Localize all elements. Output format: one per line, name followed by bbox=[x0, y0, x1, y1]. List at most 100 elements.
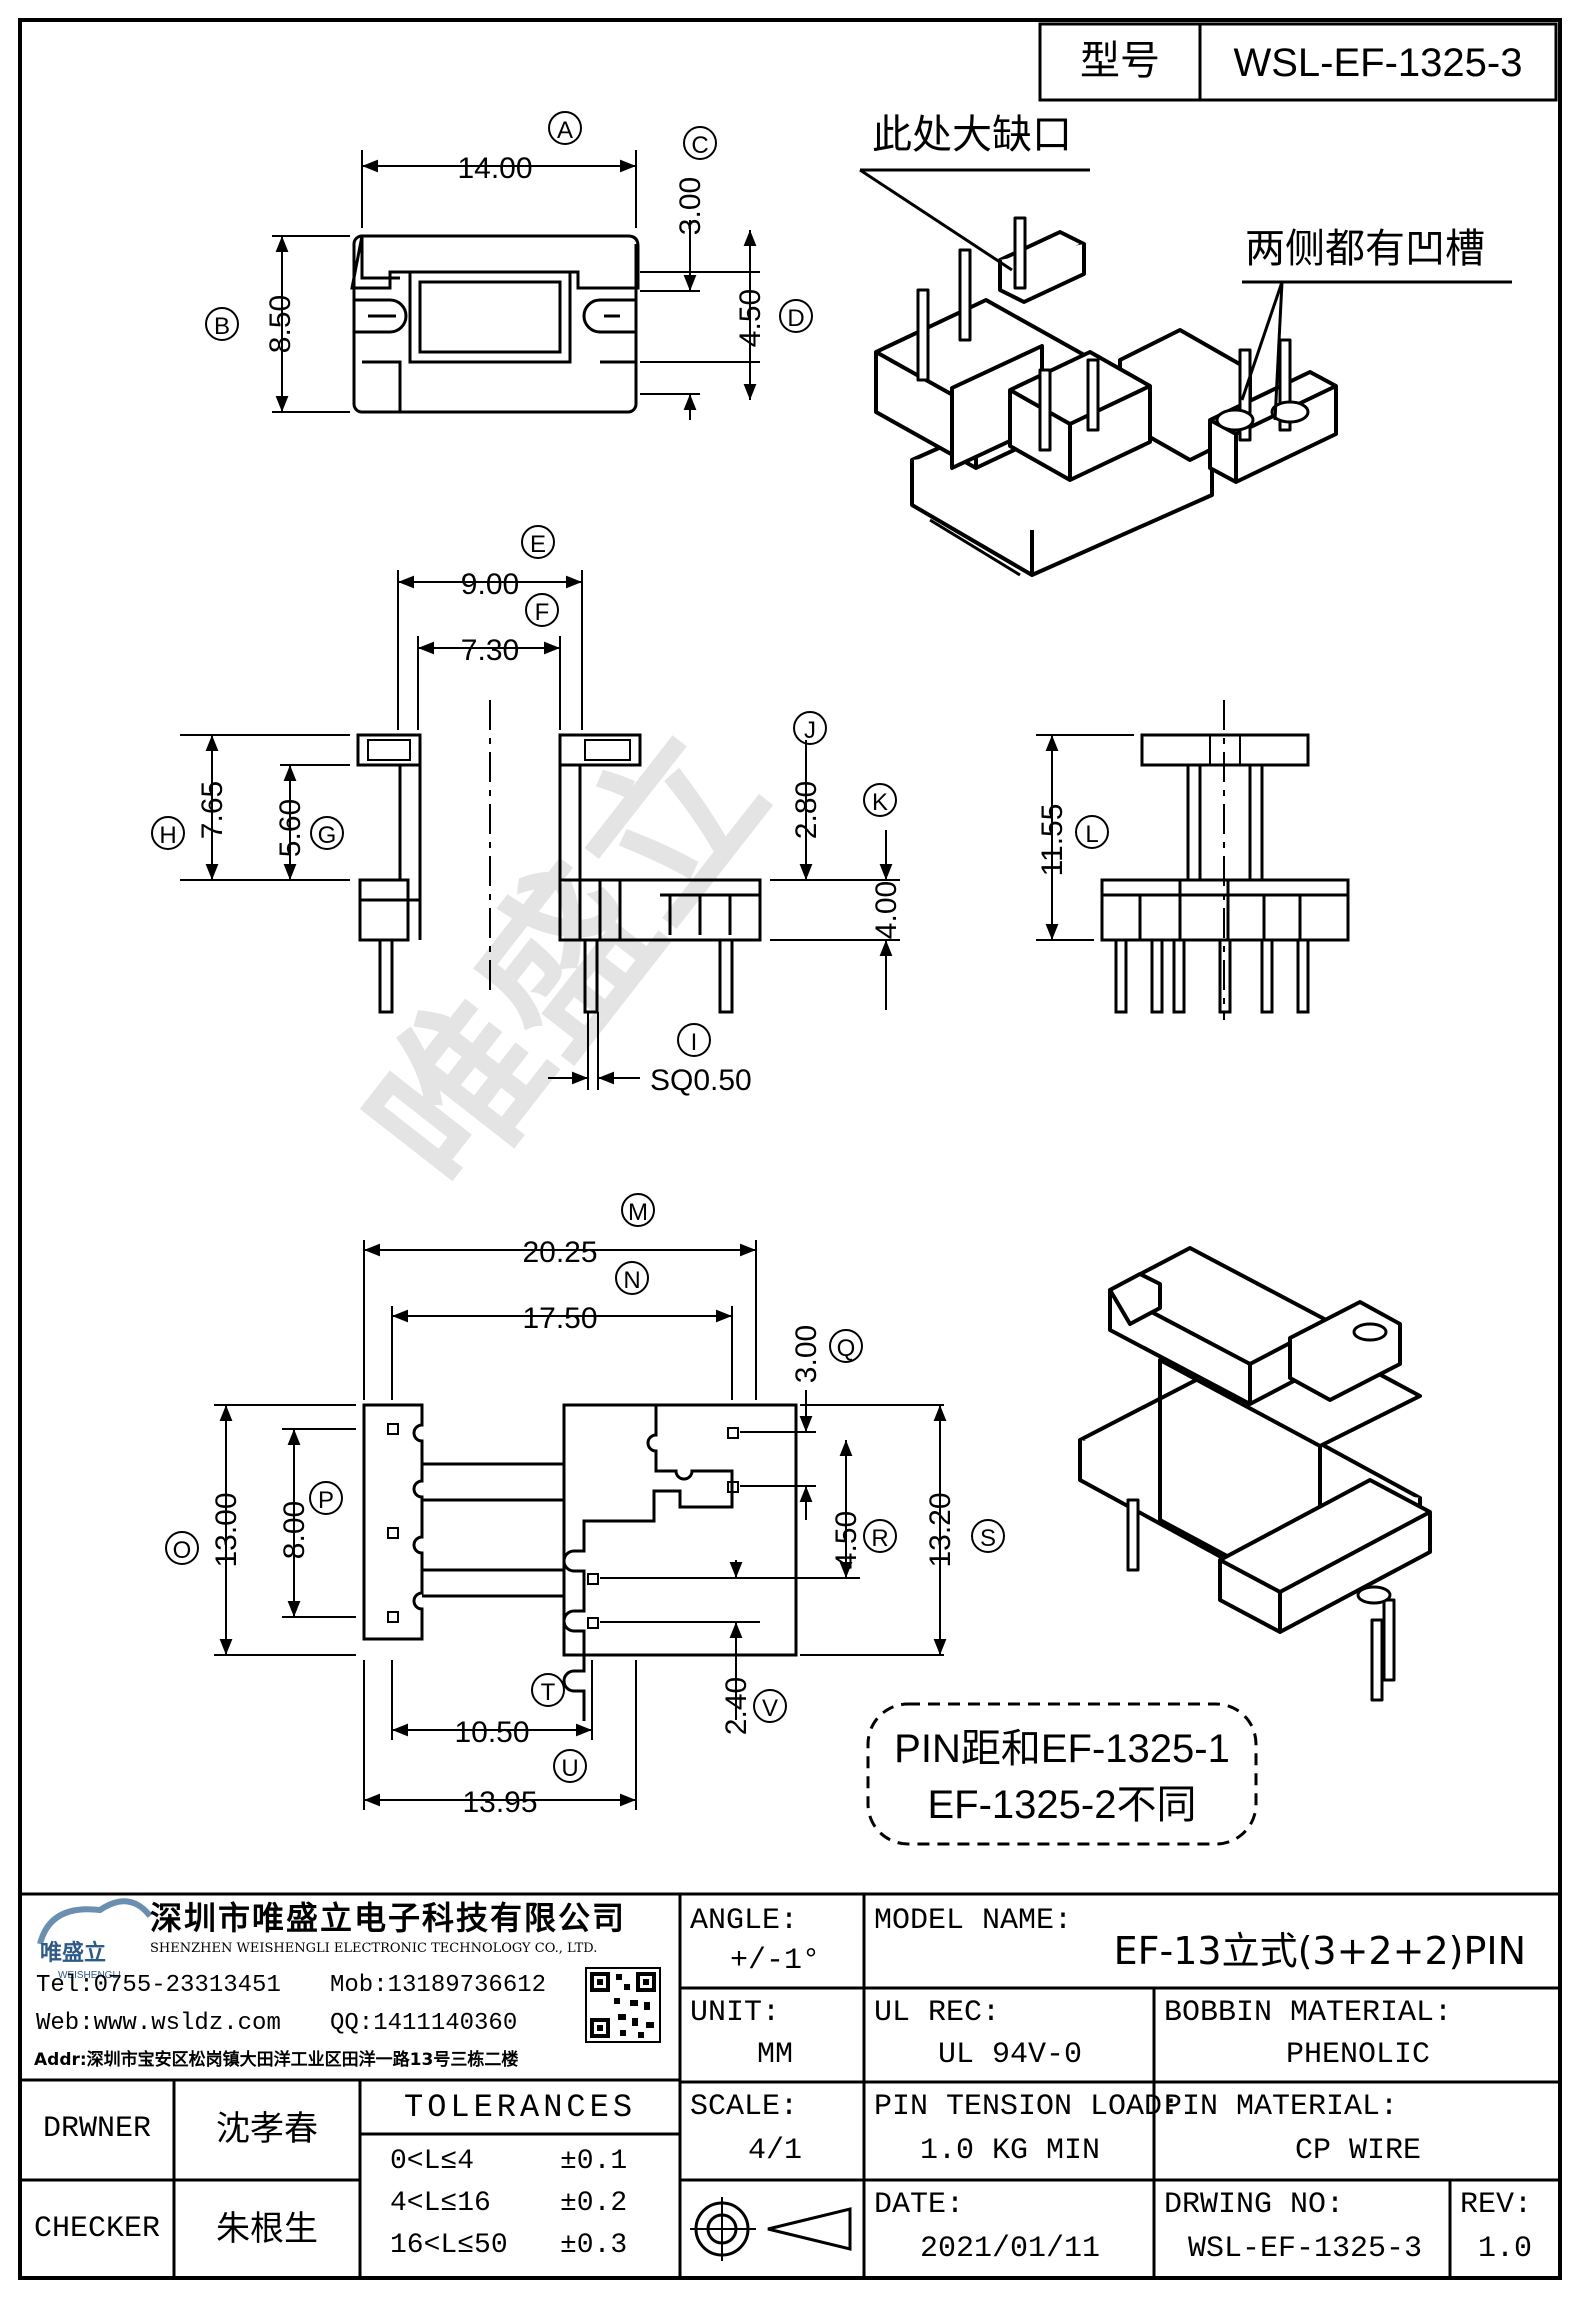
dim-Q-value: 3.00 bbox=[790, 1325, 823, 1383]
checker-value: 朱根生 bbox=[216, 2209, 318, 2249]
dim-C-label: C bbox=[691, 132, 708, 159]
dim-A-value: 14.00 bbox=[457, 152, 532, 185]
dim-U-value: 13.95 bbox=[462, 1786, 537, 1819]
dim-F-label: F bbox=[535, 599, 550, 626]
bobbin-material-value: PHENOLIC bbox=[1285, 2038, 1431, 2072]
front-view-dims: 9.00 E 7.30 F 7.65 H 5.60 G 2.80 J 4.00 … bbox=[151, 525, 903, 1097]
dim-O-value: 13.00 bbox=[210, 1492, 243, 1567]
ul-rec-value: UL 94V-0 bbox=[937, 2038, 1083, 2072]
dim-J-label: J bbox=[804, 717, 816, 744]
dim-B-value: 8.50 bbox=[264, 295, 297, 353]
logo-text: 唯盛立 bbox=[40, 1940, 106, 1965]
date-value: 2021/01/11 bbox=[919, 2232, 1101, 2266]
dim-R-label: R bbox=[871, 1525, 888, 1552]
qr-code-icon bbox=[585, 1967, 661, 2043]
note-big-notch: 此处大缺口 bbox=[872, 113, 1072, 157]
dim-E-label: E bbox=[530, 531, 546, 558]
dim-S-value: 13.20 bbox=[924, 1492, 957, 1567]
company-logo: 唯盛立 WEISHENGLI bbox=[37, 1898, 153, 1981]
model-label: 型号 bbox=[1080, 39, 1160, 83]
unit-label: UNIT: bbox=[690, 1996, 781, 2030]
tol-value-2: ±0.3 bbox=[560, 2230, 628, 2261]
pin-pitch-note: PIN距和EF-1325-1 EF-1325-2不同 bbox=[866, 1702, 1258, 1846]
iso-notes: 此处大缺口 两侧都有凹槽 bbox=[859, 113, 1512, 421]
dim-M-value: 20.25 bbox=[522, 1236, 597, 1269]
dim-N-label: N bbox=[623, 1267, 640, 1294]
angle-value: +/-1° bbox=[729, 1944, 820, 1978]
pin-tension-label: PIN TENSION LOAD: bbox=[874, 2090, 1181, 2124]
model-name-value: EF-13立式(3+2+2)PIN bbox=[1113, 1929, 1526, 1973]
dim-J-value: 2.80 bbox=[790, 781, 823, 839]
title-block-grid bbox=[20, 1892, 1560, 2278]
ul-rec-label: UL REC: bbox=[874, 1996, 1001, 2030]
tol-value-1: ±0.2 bbox=[560, 2188, 628, 2219]
dim-N-value: 17.50 bbox=[522, 1302, 597, 1335]
drawing-no-label: DRWING NO: bbox=[1164, 2188, 1345, 2222]
note-line1: PIN距和EF-1325-1 bbox=[894, 1727, 1230, 1771]
dim-B-label: B bbox=[214, 313, 230, 340]
dim-I-label: I bbox=[691, 1029, 698, 1056]
tol-range-0: 0<L≤4 bbox=[390, 2146, 475, 2177]
tolerances-label: TOLERANCES bbox=[403, 2089, 637, 2126]
side-view-dims: 11.55 L bbox=[1036, 804, 1109, 877]
pin-material-value: CP WIRE bbox=[1294, 2134, 1422, 2168]
scale-value: 4/1 bbox=[747, 2134, 802, 2168]
dim-R-value: 4.50 bbox=[830, 1511, 863, 1569]
dim-G-value: 5.60 bbox=[274, 799, 307, 857]
dim-Q-label: Q bbox=[837, 1335, 856, 1362]
sheet-border bbox=[18, 18, 1562, 2280]
bottom-view-dims: 20.25 M 17.50 N 13.00 O 8.00 P 3.00 Q 4.… bbox=[165, 1193, 1005, 1819]
dim-L-label: L bbox=[1085, 821, 1098, 848]
dim-M-label: M bbox=[628, 1199, 648, 1226]
dim-K-value: 4.00 bbox=[870, 881, 903, 939]
unit-value: MM bbox=[756, 2038, 793, 2072]
dim-V-label: V bbox=[762, 1695, 778, 1722]
company-name-cn: 深圳市唯盛立电子科技有限公司 bbox=[150, 1899, 627, 1937]
top-view bbox=[272, 150, 760, 420]
note-line2: EF-1325-2不同 bbox=[928, 1783, 1197, 1827]
model-value: WSL-EF-1325-3 bbox=[1234, 41, 1523, 85]
dim-T-label: T bbox=[541, 1679, 556, 1706]
dim-E-value: 9.00 bbox=[461, 568, 519, 601]
top-view-dims: 14.00 A 8.50 B 3.00 C 4.50 D bbox=[205, 111, 813, 353]
drawer-value: 沈孝春 bbox=[216, 2109, 318, 2149]
dim-V-value: 2.40 bbox=[720, 1677, 753, 1735]
angle-label: ANGLE: bbox=[690, 1904, 799, 1938]
company-mob: Mob:13189736612 bbox=[330, 1972, 547, 1999]
company-address: Addr:深圳市宝安区松岗镇大田洋工业区田洋一路13号三栋二楼 bbox=[34, 2050, 519, 2070]
dim-H-value: 7.65 bbox=[196, 781, 229, 839]
dim-U-label: U bbox=[561, 1755, 578, 1782]
side-view bbox=[1036, 700, 1350, 1020]
note-side-grooves: 两侧都有凹槽 bbox=[1245, 227, 1485, 271]
dim-A-label: A bbox=[557, 117, 573, 144]
company-qq: QQ:1411140360 bbox=[330, 2010, 518, 2037]
drawer-label: DRWNER bbox=[42, 2112, 152, 2146]
dim-S-label: S bbox=[980, 1525, 996, 1552]
dim-O-label: O bbox=[173, 1537, 192, 1564]
dim-F-value: 7.30 bbox=[461, 634, 519, 667]
company-tel: Tel:0755-23313451 bbox=[36, 1972, 281, 1999]
dim-I-value: SQ0.50 bbox=[650, 1064, 752, 1097]
iso-view-top bbox=[874, 216, 1338, 577]
model-name-label: MODEL NAME: bbox=[874, 1904, 1073, 1938]
rev-label: REV: bbox=[1460, 2188, 1533, 2222]
front-view bbox=[180, 570, 900, 1090]
dim-D-label: D bbox=[787, 305, 804, 332]
dim-L-value: 11.55 bbox=[1036, 804, 1069, 877]
drawing-no-value: WSL-EF-1325-3 bbox=[1187, 2232, 1423, 2266]
checker-label: CHECKER bbox=[33, 2212, 161, 2246]
scale-label: SCALE: bbox=[690, 2090, 799, 2124]
tol-value-0: ±0.1 bbox=[560, 2146, 628, 2177]
tol-range-1: 4<L≤16 bbox=[390, 2188, 491, 2219]
pin-tension-value: 1.0 KG MIN bbox=[919, 2134, 1101, 2168]
pin-material-label: PIN MATERIAL: bbox=[1164, 2090, 1399, 2124]
dim-D-value: 4.50 bbox=[734, 289, 767, 347]
dim-T-value: 10.50 bbox=[454, 1716, 529, 1749]
dim-K-label: K bbox=[872, 789, 888, 816]
header-box: 型号 WSL-EF-1325-3 bbox=[1038, 22, 1558, 102]
bottom-view bbox=[214, 1240, 947, 1810]
dim-G-label: G bbox=[318, 822, 337, 849]
rev-value: 1.0 bbox=[1477, 2232, 1532, 2266]
